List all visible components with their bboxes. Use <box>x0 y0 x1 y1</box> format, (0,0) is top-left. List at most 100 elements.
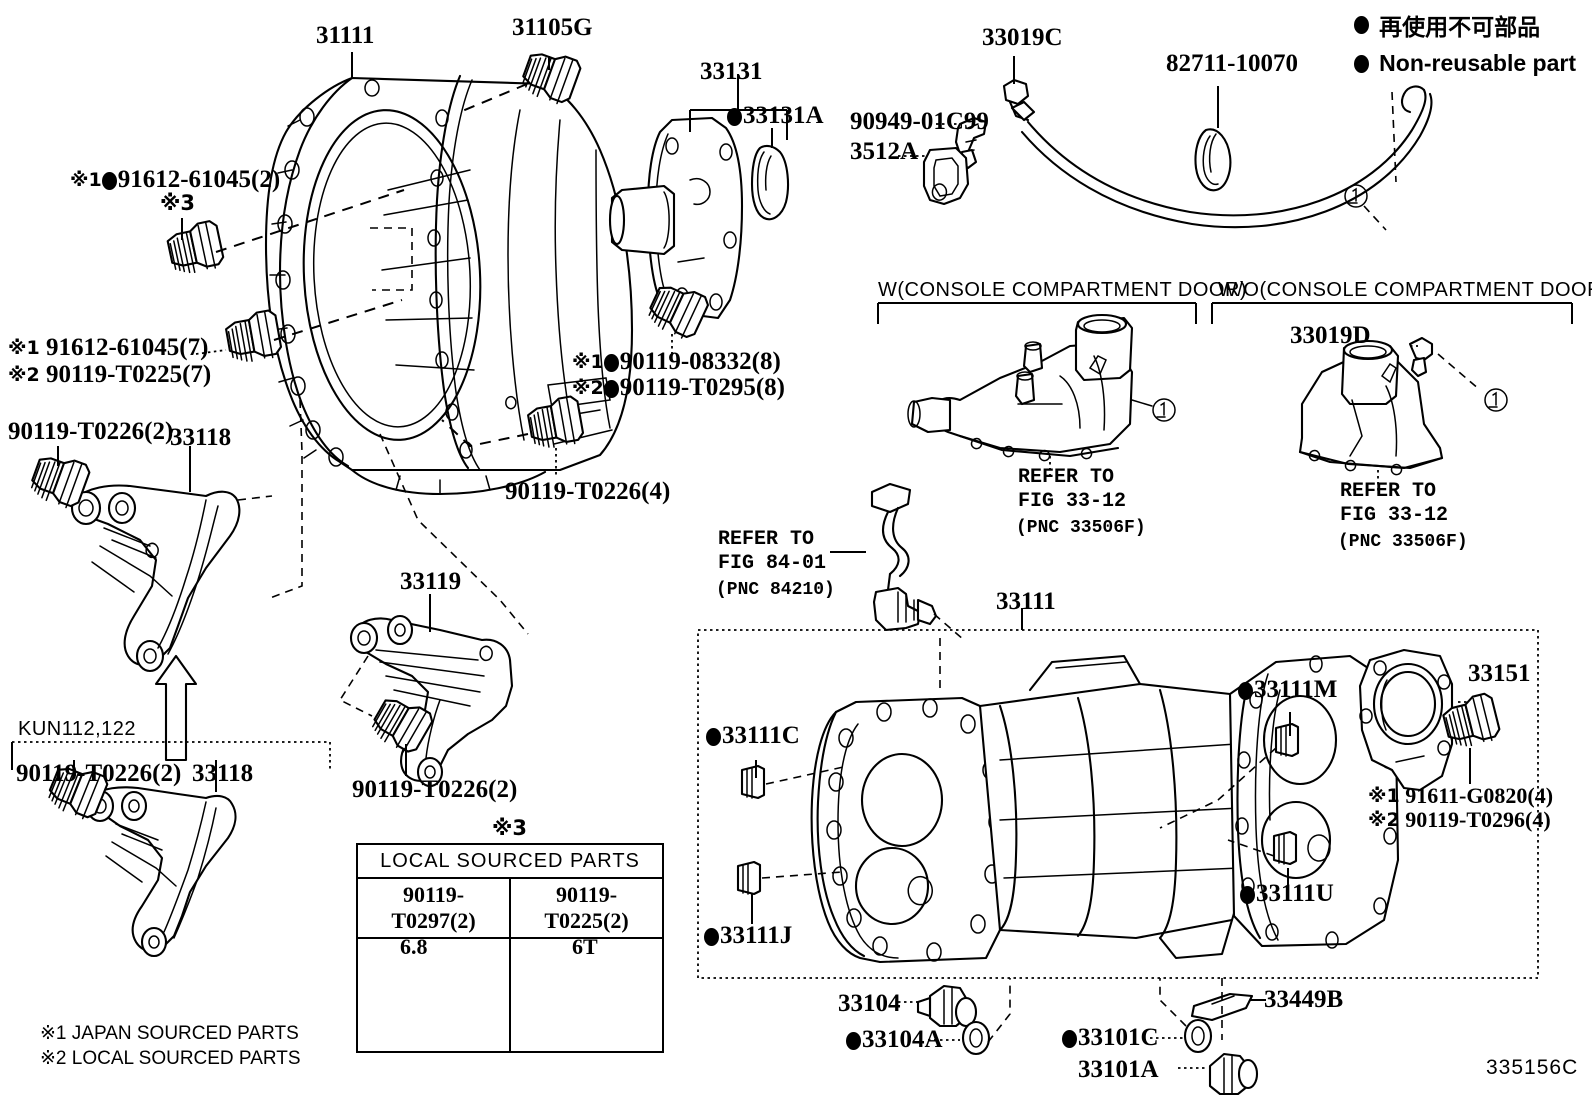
filled-circle-icon <box>1354 16 1370 34</box>
shifter-housing-with-door <box>907 313 1176 478</box>
header-without-console-door: W/O(CONSOLE COMPARTMENT DOOR) <box>1218 279 1592 301</box>
local-sourced-parts-table: LOCAL SOURCED PARTS 90119-T0297(2) 90119… <box>356 843 664 1053</box>
bolt-grade-mark-1: 6.8 <box>400 934 428 959</box>
label-31105G: 31105G <box>512 14 593 41</box>
table-header-row: 90119-T0297(2) 90119-T0225(2) <box>358 879 662 939</box>
label-90119-T0226-2c: 90119-T0226(2) <box>16 760 182 787</box>
label-KUN112-122: KUN112,122 <box>18 718 137 740</box>
label-82711-10070: 82711-10070 <box>1166 50 1298 77</box>
clutch-housing-drawing <box>264 74 634 496</box>
label-33019D: 33019D <box>1290 322 1371 349</box>
label-90949-01C99: 90949-01C99 <box>850 108 989 135</box>
filled-circle-icon <box>1238 682 1253 700</box>
shifter-housing-without-door <box>1298 336 1508 492</box>
table-col-1-symbol-cell <box>358 939 509 1051</box>
plug-33104-art <box>916 984 978 1028</box>
leader-31105G-dash <box>459 83 528 113</box>
label-33151: 33151 <box>1468 660 1531 687</box>
filled-circle-icon <box>603 380 619 398</box>
plug-33111J-art <box>736 860 762 896</box>
kome-1-mark: ※1 <box>8 337 40 359</box>
label-33111U: 33111U <box>1240 880 1334 907</box>
legend-en-text: Non-reusable part <box>1379 50 1576 76</box>
label-33104: 33104 <box>838 990 901 1017</box>
legend-block: 再使用不可部品 Non-reusable part <box>1354 8 1576 85</box>
bolt-grade-mark-2: 6T <box>572 934 598 959</box>
label-33118-lower: 33118 <box>192 760 254 787</box>
table-symbol-row <box>358 939 662 1051</box>
label-33111C: 33111C <box>706 722 800 749</box>
label-33111J: 33111J <box>704 922 792 949</box>
pnc-33506F-a: (PNC 33506F) <box>1016 518 1146 538</box>
sourced-parts-footnotes: ※1 JAPAN SOURCED PARTS ※2 LOCAL SOURCED … <box>40 1023 301 1069</box>
kome-1-mark: ※1 <box>70 169 102 191</box>
table-title: LOCAL SOURCED PARTS <box>358 845 662 879</box>
label-90119-T0296: ※2 90119-T0296(4) <box>1368 807 1551 832</box>
variant-arrow <box>154 654 198 762</box>
filled-circle-icon <box>101 172 117 190</box>
label-33449B: 33449B <box>1264 986 1344 1013</box>
refer-fig-33-12-a: REFER TO FIG 33-12 <box>1018 466 1127 514</box>
plug-33111M-art <box>1274 722 1300 758</box>
label-90119-T0226-4: 90119-T0226(4) <box>505 478 671 505</box>
filled-circle-icon <box>1354 54 1370 73</box>
refer-fig-84-01: REFER TO FIG 84-01 <box>718 528 827 576</box>
gasket-33104A-art <box>961 1020 991 1056</box>
plug-33101A-art <box>1208 1052 1259 1096</box>
cable-assembly-drawing <box>898 78 1433 231</box>
label-33111M: 33111M <box>1238 676 1337 703</box>
kome-2-mark: ※2 <box>572 377 604 399</box>
filled-circle-icon <box>727 108 742 126</box>
oil-seal-33131A <box>750 144 790 221</box>
legend-row-en: Non-reusable part <box>1354 50 1576 77</box>
label-91612-61045-7: ※1 91612-61045(7) <box>8 334 209 361</box>
magnet-33449B-art <box>1190 992 1254 1022</box>
kome-3-mark-table: ※3 <box>492 816 528 840</box>
refer-fig-33-12-b: REFER TO FIG 33-12 <box>1340 480 1449 528</box>
filled-circle-icon <box>1062 1030 1077 1048</box>
kome-2-mark: ※2 <box>1368 809 1400 831</box>
bracket-3512A <box>922 146 970 206</box>
label-33019C: 33019C <box>982 24 1063 51</box>
label-33104A: 33104A <box>846 1026 943 1053</box>
kome-1-mark: ※1 <box>572 351 604 373</box>
plug-33111U-art <box>1272 830 1298 866</box>
kome-2-mark: ※2 <box>8 364 40 386</box>
label-kome3-mark: ※3 <box>160 191 196 215</box>
label-33119: 33119 <box>400 568 462 595</box>
table-col-2-part: 90119-T0225(2) <box>509 879 662 939</box>
label-91611-G0820: ※1 91611-G0820(4) <box>1368 783 1554 808</box>
bearing-retainer-drawing <box>608 116 744 320</box>
bracket-33119 <box>349 614 514 788</box>
pnc-84210: (PNC 84210) <box>716 580 835 600</box>
gasket-33101C-art <box>1183 1018 1213 1054</box>
legend-row-jp: 再使用不可部品 <box>1354 8 1576 42</box>
neutral-switch-drawing <box>830 482 965 641</box>
label-33111-case: 33111 <box>996 588 1056 615</box>
bolt-31105G-art <box>517 44 584 108</box>
filled-circle-icon <box>704 928 719 946</box>
label-90119-T0225-7: ※2 90119-T0225(7) <box>8 361 212 388</box>
bracket-33118-lower <box>85 786 237 958</box>
console-door-brackets <box>877 302 1573 324</box>
kome-1-mark: ※1 <box>1368 785 1400 807</box>
label-90119-T0226-2b: 90119-T0226(2) <box>352 776 518 803</box>
label-33131A: 33131A <box>727 102 824 129</box>
label-33118-upper: 33118 <box>170 424 232 451</box>
pnc-33506F-b: (PNC 33506F) <box>1338 532 1468 552</box>
table-col-1-part: 90119-T0297(2) <box>358 879 509 939</box>
label-90119-T0226-2a: 90119-T0226(2) <box>8 418 174 445</box>
label-33101A: 33101A <box>1078 1056 1159 1083</box>
label-33131: 33131 <box>700 58 763 85</box>
rear-retainer-33151 <box>1358 648 1454 792</box>
filled-circle-icon <box>1240 886 1255 904</box>
label-31111: 31111 <box>316 22 375 49</box>
table-col-2-symbol-cell <box>509 939 662 1051</box>
filled-circle-icon <box>706 728 721 746</box>
label-3512A: 3512A <box>850 138 919 165</box>
filled-circle-icon <box>846 1032 861 1050</box>
